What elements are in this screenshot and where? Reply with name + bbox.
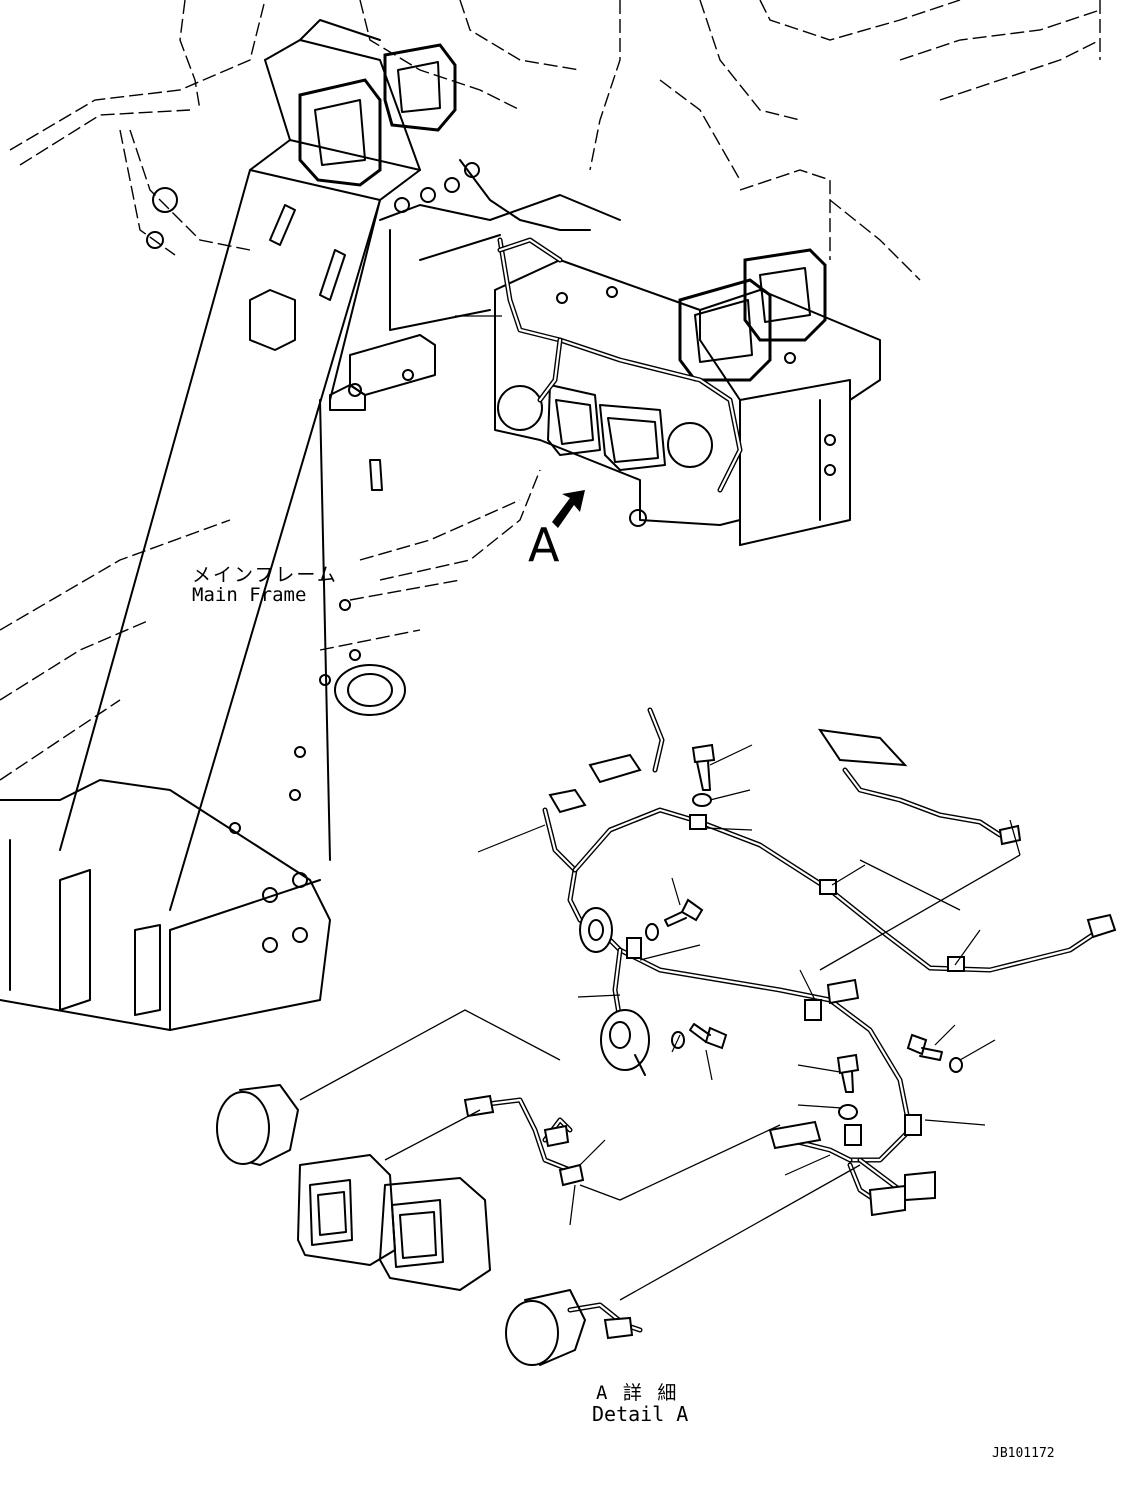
detail-label-en: Detail A bbox=[592, 1402, 689, 1426]
drawing-number: JB101172 bbox=[992, 1446, 1055, 1461]
main-frame-structure bbox=[0, 0, 1101, 1031]
detail-label-jp: A 詳 細 bbox=[596, 1382, 679, 1404]
main-frame-label-en: Main Frame bbox=[192, 584, 307, 606]
detail-a-exploded-view bbox=[216, 707, 1117, 1366]
view-arrow-a bbox=[552, 490, 585, 528]
view-arrow-letter: A bbox=[528, 518, 560, 572]
light-bracket-assembly bbox=[455, 159, 881, 546]
main-frame-label-jp: メインフレーム bbox=[192, 564, 338, 586]
